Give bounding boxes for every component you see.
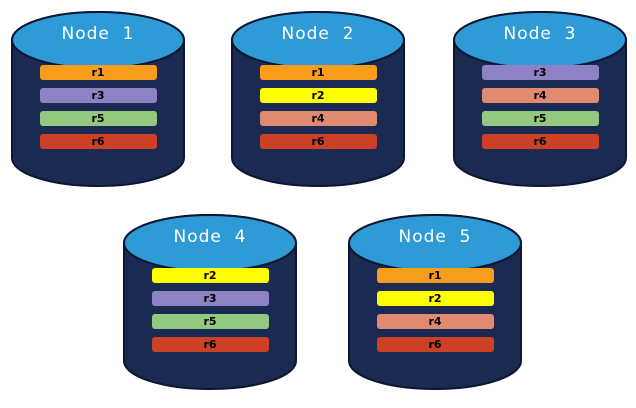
replica-bar-r6[interactable]: r6: [481, 134, 599, 149]
replica-bar-r6[interactable]: r6: [39, 134, 157, 149]
replica-label: r5: [91, 112, 105, 125]
cylinder-top-ellipse: [123, 214, 297, 272]
replica-bar-r3[interactable]: r3: [151, 291, 269, 306]
replica-label: r2: [203, 269, 217, 282]
replica-bar-r2[interactable]: r2: [259, 88, 377, 103]
replica-label: r6: [91, 135, 105, 148]
cylinder-top-ellipse: [348, 214, 522, 272]
replica-label: r5: [203, 315, 217, 328]
replica-bar-r1[interactable]: r1: [259, 65, 377, 80]
replica-list: r3 r4 r5 r6: [450, 65, 630, 149]
replica-label: r3: [91, 89, 105, 102]
replica-bar-r6[interactable]: r6: [376, 337, 494, 352]
replica-label: r3: [203, 292, 217, 305]
replica-list: r1 r2 r4 r6: [228, 65, 408, 149]
replica-label: r1: [428, 269, 442, 282]
replica-list: r2 r3 r5 r6: [120, 268, 300, 352]
replica-label: r5: [533, 112, 547, 125]
replica-list: r1 r2 r4 r6: [345, 268, 525, 352]
replica-bar-r6[interactable]: r6: [259, 134, 377, 149]
replica-label: r2: [428, 292, 442, 305]
replica-bar-r3[interactable]: r3: [39, 88, 157, 103]
replica-label: r6: [533, 135, 547, 148]
replica-list: r1 r3 r5 r6: [8, 65, 188, 149]
replica-bar-r4[interactable]: r4: [481, 88, 599, 103]
cylinder-top-ellipse: [11, 11, 185, 69]
replica-bar-r4[interactable]: r4: [259, 111, 377, 126]
replica-label: r6: [203, 338, 217, 351]
replica-label: r6: [311, 135, 325, 148]
cylinder-top-ellipse: [231, 11, 405, 69]
replica-label: r4: [533, 89, 547, 102]
replica-bar-r1[interactable]: r1: [39, 65, 157, 80]
replica-label: r2: [311, 89, 325, 102]
replica-bar-r3[interactable]: r3: [481, 65, 599, 80]
replica-label: r4: [428, 315, 442, 328]
replica-bar-r5[interactable]: r5: [151, 314, 269, 329]
cylinder-top-ellipse: [453, 11, 627, 69]
replica-bar-r2[interactable]: r2: [151, 268, 269, 283]
replica-label: r1: [91, 66, 105, 79]
replica-bar-r4[interactable]: r4: [376, 314, 494, 329]
replica-label: r1: [311, 66, 325, 79]
replica-label: r3: [533, 66, 547, 79]
replica-bar-r5[interactable]: r5: [481, 111, 599, 126]
replica-bar-r2[interactable]: r2: [376, 291, 494, 306]
replica-bar-r5[interactable]: r5: [39, 111, 157, 126]
replica-bar-r6[interactable]: r6: [151, 337, 269, 352]
replica-label: r6: [428, 338, 442, 351]
replica-label: r4: [311, 112, 325, 125]
replica-bar-r1[interactable]: r1: [376, 268, 494, 283]
